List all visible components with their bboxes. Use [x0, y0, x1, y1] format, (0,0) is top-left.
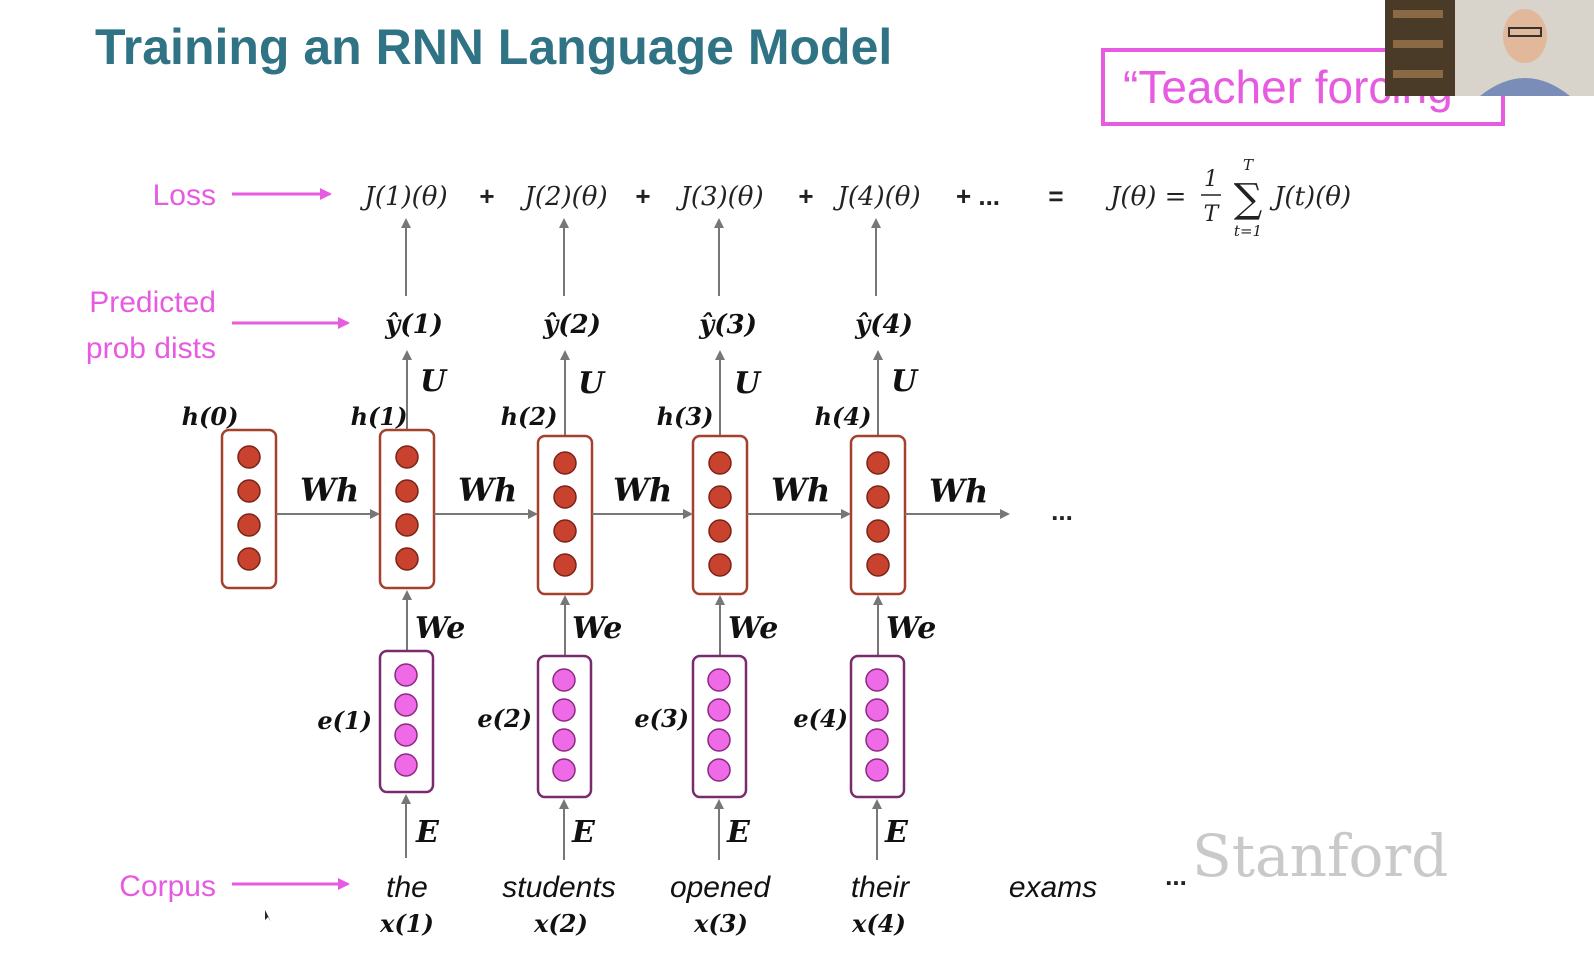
We-label-1: We — [415, 611, 465, 646]
Wh-label-2: Wh — [458, 471, 517, 509]
U-label-2: U — [578, 366, 606, 401]
E-label-1: E — [415, 815, 440, 850]
h-label-3: h(3) — [657, 402, 714, 431]
word-1: the — [386, 871, 428, 904]
loss-equals: = — [1048, 181, 1063, 211]
loss-term-1: J(1)(θ) — [359, 182, 447, 212]
Wh-label-4: Wh — [771, 471, 830, 509]
x-label-4: x(4) — [851, 909, 906, 938]
predicted-label-line2: prob dists — [86, 332, 216, 365]
loss-plus-more: + ... — [956, 181, 1000, 211]
pred-label-1: ŷ(1) — [384, 310, 443, 340]
mouse-cursor-icon — [265, 910, 271, 922]
total-loss-term: J(t)(θ) — [1269, 182, 1351, 212]
embedding-1 — [378, 649, 435, 794]
word-4: their — [851, 871, 910, 904]
e-label-1: e(1) — [317, 706, 372, 735]
U-label-1: U — [420, 364, 448, 399]
slide-title: Training an RNN Language Model — [95, 19, 893, 75]
Wh-label-1: Wh — [300, 471, 359, 509]
h-label-4: h(4) — [815, 402, 872, 431]
pred-label-3: ŷ(3) — [698, 310, 757, 340]
stanford-watermark: Stanford — [1192, 822, 1449, 890]
hidden-state-1 — [378, 428, 436, 590]
embedding-2 — [536, 654, 593, 799]
pred-label-4: ŷ(4) — [854, 310, 913, 340]
h-label-0: h(0) — [182, 402, 239, 431]
We-label-4: We — [886, 611, 936, 646]
presenter-video-image — [1385, 0, 1594, 96]
loss-label: Loss — [153, 179, 216, 212]
sum-lower-limit: t=1 — [1234, 222, 1262, 240]
sum-sign: ∑ — [1234, 176, 1263, 222]
loss-plus-3: + — [798, 181, 813, 211]
x-label-2: x(2) — [533, 909, 588, 938]
corpus-label: Corpus — [119, 870, 216, 903]
U-label-4: U — [891, 364, 919, 399]
loss-term-4: J(4)(θ) — [832, 182, 920, 212]
predicted-label-line1: Predicted — [89, 286, 216, 319]
embedding-4 — [849, 654, 906, 799]
U-label-3: U — [734, 366, 762, 401]
word-5: exams — [1009, 871, 1097, 904]
E-label-2: E — [571, 815, 596, 850]
hidden-state-2 — [536, 434, 594, 596]
x-label-1: x(1) — [379, 909, 434, 938]
loss-plus-1: + — [479, 181, 494, 211]
e-label-2: e(2) — [477, 704, 532, 733]
total-loss-numerator: 1 — [1204, 167, 1218, 192]
Wh-label-5: Wh — [929, 472, 988, 510]
hidden-state-4 — [849, 434, 907, 596]
sum-upper-limit: T — [1243, 156, 1254, 174]
e-label-3: e(3) — [634, 704, 689, 733]
hidden-ellipsis: ... — [1051, 496, 1073, 526]
Wh-label-3: Wh — [613, 471, 672, 509]
h-label-2: h(2) — [501, 402, 558, 431]
word-2: students — [502, 871, 615, 904]
h-label-1: h(1) — [351, 402, 408, 431]
words-ellipsis: ... — [1165, 861, 1187, 891]
total-loss-lhs: J(θ) = — [1105, 182, 1186, 212]
hidden-state-3 — [691, 434, 749, 596]
loss-term-3: J(3)(θ) — [675, 182, 763, 212]
loss-term-2: J(2)(θ) — [519, 182, 607, 212]
We-label-3: We — [728, 611, 778, 646]
hidden-state-0 — [220, 428, 278, 590]
word-3: opened — [670, 871, 771, 904]
e-label-4: e(4) — [793, 704, 848, 733]
E-label-4: E — [884, 815, 909, 850]
pred-label-2: ŷ(2) — [542, 310, 601, 340]
total-loss-formula: J(θ) = 1 T T ∑ t=1 J(t)(θ) — [1105, 156, 1351, 240]
We-label-2: We — [572, 611, 622, 646]
total-loss-denominator: T — [1204, 202, 1221, 227]
presenter-webcam — [1385, 0, 1594, 96]
E-label-3: E — [726, 815, 751, 850]
embedding-3 — [691, 654, 748, 799]
loss-plus-2: + — [635, 181, 650, 211]
x-label-3: x(3) — [693, 909, 748, 938]
